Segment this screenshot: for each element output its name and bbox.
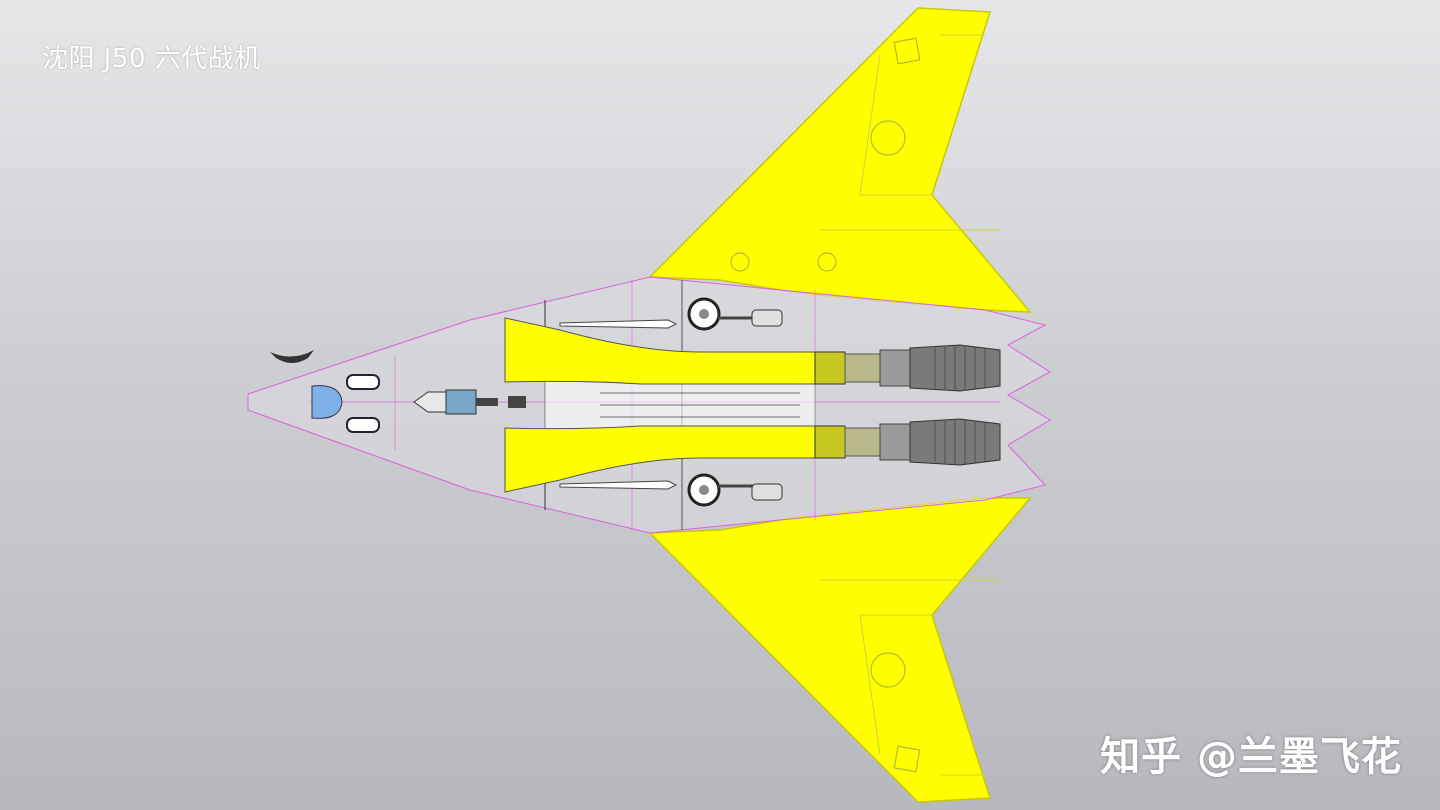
watermark: 知乎 @兰墨飞花 xyxy=(1100,734,1402,780)
ejection-seat xyxy=(413,389,526,415)
engine-nozzle-icon xyxy=(934,420,986,464)
image-title: 沈阳 J50 六代战机 xyxy=(42,44,261,74)
engine-nozzle-icon xyxy=(934,346,986,390)
landing-gear-icon xyxy=(687,473,783,507)
landing-gear-icon xyxy=(687,297,783,331)
fuselage xyxy=(247,276,1051,534)
upper-wing xyxy=(648,7,1032,313)
missile-icon xyxy=(559,480,678,490)
engine-lower xyxy=(814,418,1001,466)
engine-upper xyxy=(814,344,1001,392)
lower-wing xyxy=(648,497,1032,803)
missile-icon xyxy=(559,319,678,329)
cockpit xyxy=(311,385,343,419)
canard-icon xyxy=(270,350,314,363)
wheel-icon xyxy=(346,374,380,433)
